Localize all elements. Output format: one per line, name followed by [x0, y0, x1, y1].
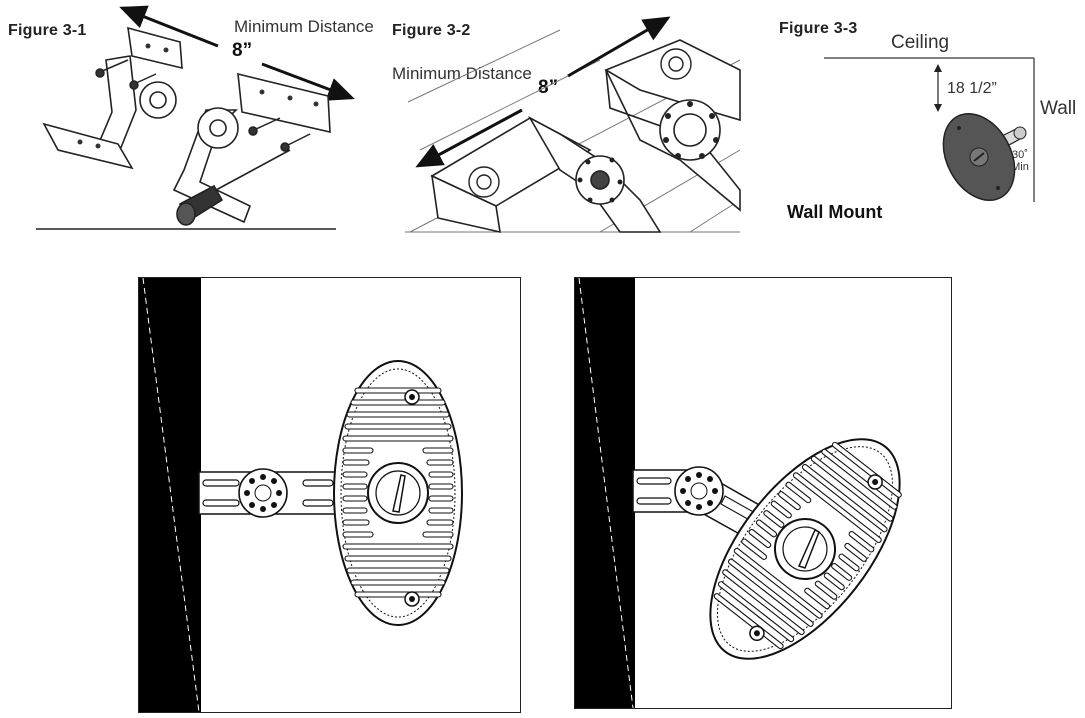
figure-3-2-distance-value: 8” — [538, 77, 559, 98]
figure-3-1-title: Figure 3-1 — [8, 22, 87, 39]
figure-3-1-distance-value: 8” — [232, 40, 253, 61]
distance-18-label: 18 1/2” — [947, 80, 997, 97]
figure-3-3-title: Figure 3-3 — [779, 20, 858, 37]
angled-mount-drawing — [575, 278, 902, 708]
figure-3-2-title: Figure 3-2 — [392, 22, 471, 39]
wall-mount-caption: Wall Mount — [787, 202, 883, 222]
angle-note: Min — [1011, 161, 1029, 173]
straight-mount-drawing — [139, 278, 463, 712]
panel-straight-mount — [138, 277, 521, 713]
figure-3-1-min-distance-label: Minimum Distance — [234, 17, 374, 36]
ceiling-label: Ceiling — [891, 32, 950, 53]
angle-value: 30˚ — [1012, 149, 1028, 161]
figure-3-2-min-distance-label: Minimum Distance — [392, 64, 532, 83]
panel-angled-mount — [574, 277, 952, 709]
angle-label: 30˚ Min — [1008, 149, 1032, 173]
wall-label: Wall — [1040, 98, 1077, 119]
